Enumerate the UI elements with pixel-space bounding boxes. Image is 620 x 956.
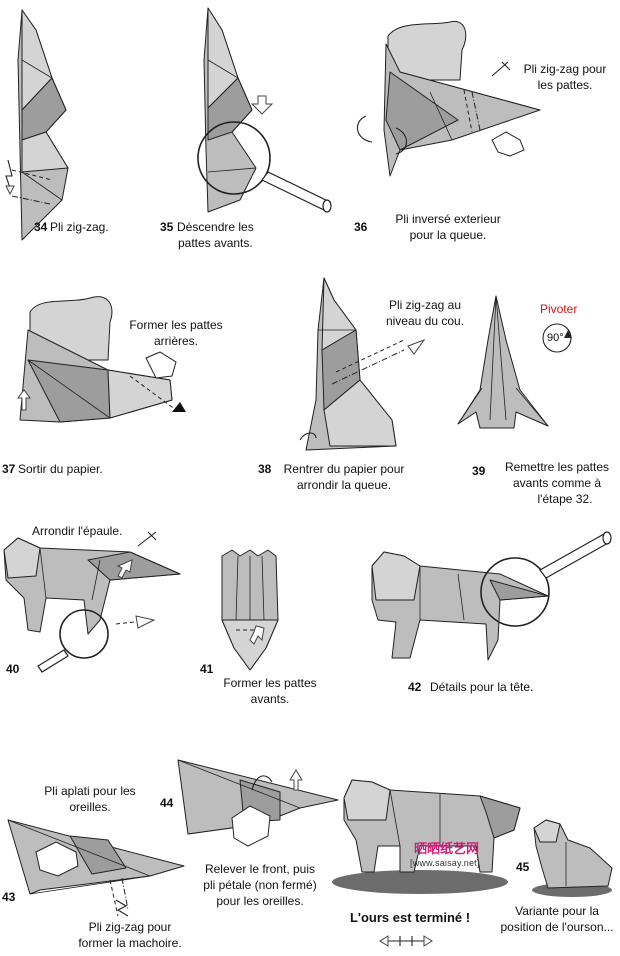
step-41-text-1: Former les pattes xyxy=(223,676,317,690)
step-42-number: 42 xyxy=(408,680,422,694)
step-39-number: 39 xyxy=(472,464,486,478)
step-37-text: Sortir du papier. xyxy=(18,462,103,476)
step-37-figure xyxy=(17,296,186,423)
step-36-figure xyxy=(356,20,541,177)
step-45-number: 45 xyxy=(516,860,530,874)
step-42-figure xyxy=(371,531,612,661)
step-36-number: 36 xyxy=(354,220,368,234)
step-44-text-2: pli pétale (non fermé) xyxy=(203,878,317,892)
step-43-text-1: Pli zig-zag pour xyxy=(88,920,172,934)
step-35-text-2: pattes avants. xyxy=(178,236,253,250)
pivot-angle: 90° xyxy=(547,332,564,344)
step-36-note-2: les pattes. xyxy=(537,78,593,92)
final-title: L'ours est terminé ! xyxy=(349,910,471,925)
step-35-text-1: Déscendre les xyxy=(177,220,254,234)
step-43-note-1: Pli aplati pour les xyxy=(44,784,136,798)
step-41-text-2: avants. xyxy=(250,692,290,706)
step-37-note-2: arrières. xyxy=(153,334,198,348)
step-44-figure xyxy=(177,759,339,847)
step-36-text-2: pour la queue. xyxy=(409,228,487,242)
step-34-text: Pli zig-zag. xyxy=(50,220,109,234)
step-38-note-2: niveau du cou. xyxy=(385,314,465,328)
step-37-number: 37 xyxy=(2,462,16,476)
step-35-figure xyxy=(197,7,332,213)
step-40-number: 40 xyxy=(6,662,20,676)
step-36-note-1: Pli zig-zag pour xyxy=(523,62,607,76)
step-43-figure xyxy=(7,819,185,917)
step-38-text-2: arrondir la queue. xyxy=(296,478,392,492)
step-40-figure xyxy=(3,531,181,673)
step-39-figure xyxy=(457,295,572,429)
step-45-text-1: Variante pour la xyxy=(515,904,599,918)
final-arrow xyxy=(379,935,433,947)
step-34-figure xyxy=(5,9,69,241)
step-44-number: 44 xyxy=(160,796,174,810)
step-44-text-3: pour les oreilles. xyxy=(216,894,304,908)
step-44-text-1: Relever le front, puis xyxy=(204,862,316,876)
step-45-text-2: position de l'ourson... xyxy=(500,920,614,934)
step-34-number: 34 xyxy=(34,220,48,234)
watermark-url: [www.saisay.net] xyxy=(410,858,480,868)
step-43-text-2: former la machoire. xyxy=(78,936,182,950)
step-39-text-2: avants comme à xyxy=(512,476,602,490)
step-40-note: Arrondir l'épaule. xyxy=(32,524,123,538)
step-38-text-1: Rentrer du papier pour xyxy=(283,462,405,476)
step-43-note-2: oreilles. xyxy=(69,800,111,814)
step-35-number: 35 xyxy=(160,220,174,234)
pivot-label: Pivoter xyxy=(540,302,578,316)
step-37-note-1: Former les pattes xyxy=(129,318,223,332)
step-38-number: 38 xyxy=(258,462,272,476)
step-39-text-3: l'étape 32. xyxy=(537,492,593,506)
step-43-number: 43 xyxy=(2,890,16,904)
watermark-cn: 晒晒纸艺网 xyxy=(414,841,480,856)
step-41-number: 41 xyxy=(200,662,214,676)
step-41-figure xyxy=(221,549,279,671)
step-42-text: Détails pour la tête. xyxy=(430,680,534,694)
step-38-figure xyxy=(299,277,426,451)
step-39-text-1: Remettre les pattes xyxy=(504,460,610,474)
step-36-text-1: Pli inversé exterieur xyxy=(395,212,501,226)
step-45-figure xyxy=(332,779,613,897)
step-38-note-1: Pli zig-zag au xyxy=(388,298,462,312)
